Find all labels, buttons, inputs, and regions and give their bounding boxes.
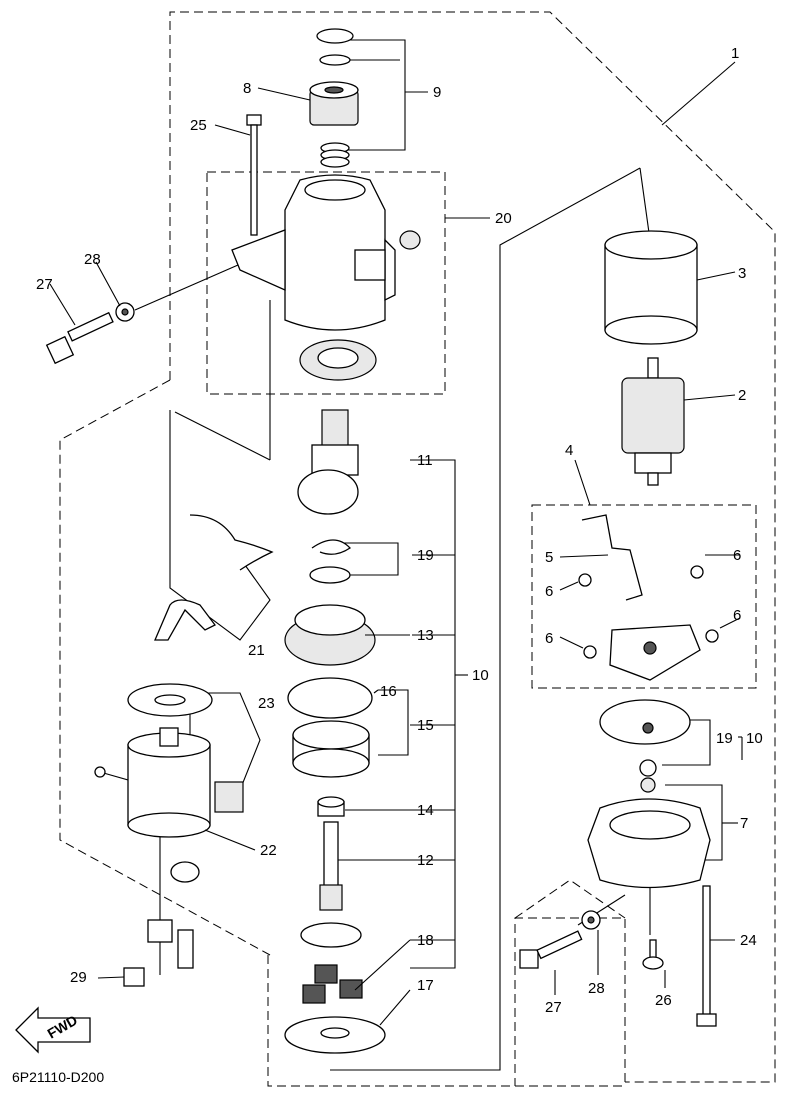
front-housing [231, 174, 421, 381]
yoke [604, 230, 698, 345]
brush-spring [581, 514, 643, 601]
ring [319, 54, 351, 66]
brush-small-4 [705, 629, 719, 643]
planet-gear-3 [302, 984, 326, 1004]
callout-16: 16 [380, 683, 397, 700]
planet-gear-2 [339, 979, 363, 999]
leaders [49, 87, 741, 1026]
snap-ring [316, 28, 354, 44]
bushing [317, 796, 345, 817]
callout-19a: 19 [417, 547, 434, 564]
callout-9: 9 [433, 84, 441, 101]
fwd-arrow-icon [15, 1006, 91, 1054]
armature [621, 357, 685, 486]
end-plate [599, 699, 691, 745]
callout-13: 13 [417, 627, 434, 644]
ring-seal [287, 677, 373, 719]
long-bolt-right [696, 885, 717, 1027]
callout-25: 25 [190, 117, 207, 134]
assembly-boundaries [59, 11, 776, 1087]
callout-28a: 28 [84, 251, 101, 268]
cover [214, 781, 244, 813]
callout-27a: 27 [36, 276, 53, 293]
spring-clip [154, 599, 216, 641]
callout-6a: 6 [733, 547, 741, 564]
screw [642, 939, 664, 970]
internal-gear [292, 720, 370, 778]
callout-19b: 19 [716, 730, 733, 747]
callout-26: 26 [655, 992, 672, 1009]
callout-17: 17 [417, 977, 434, 994]
brush-small-2 [690, 565, 704, 579]
callout-27b: 27 [545, 999, 562, 1016]
clip [311, 539, 351, 555]
callout-29: 29 [70, 969, 87, 986]
callout-22: 22 [260, 842, 277, 859]
callout-15: 15 [417, 717, 434, 734]
brush-small-3 [583, 645, 597, 659]
callout-10a: 10 [472, 667, 489, 684]
brush-assembly [609, 624, 701, 681]
lever [189, 514, 274, 571]
parts [15, 28, 719, 1054]
callout-labels: 1 2 3 4 5 6 6 6 6 7 8 9 10 10 11 12 13 1… [36, 45, 763, 1016]
nut [123, 967, 145, 987]
callout-23: 23 [258, 695, 275, 712]
bolt-right [519, 930, 583, 969]
washer [309, 566, 351, 584]
rear-cover [587, 798, 711, 889]
pinion-gear [309, 81, 359, 126]
long-bolt [246, 114, 262, 236]
planetary-shaft [300, 821, 362, 948]
callout-14: 14 [417, 802, 434, 819]
bolt-left [45, 311, 114, 365]
callout-1: 1 [731, 45, 739, 62]
o-ring [639, 759, 657, 777]
solenoid [94, 727, 211, 883]
group-brackets [134, 39, 743, 1071]
callout-20: 20 [495, 210, 512, 227]
callout-4: 4 [565, 442, 573, 459]
callout-12: 12 [417, 852, 434, 869]
callout-8: 8 [243, 80, 251, 97]
callout-5: 5 [545, 549, 553, 566]
planet-gear-1 [314, 964, 338, 984]
callout-24: 24 [740, 932, 757, 949]
brush-small-1 [578, 573, 592, 587]
callout-6d: 6 [733, 607, 741, 624]
diagram-code: 6P21110-D200 [12, 1069, 104, 1085]
callout-18: 18 [417, 932, 434, 949]
callout-28b: 28 [588, 980, 605, 997]
callout-6c: 6 [545, 630, 553, 647]
callout-2: 2 [738, 387, 746, 404]
drive-shaft [297, 409, 359, 515]
gear-housing [284, 604, 376, 666]
callout-10b: 10 [746, 730, 763, 747]
bushing-right [640, 777, 656, 793]
terminal [147, 919, 194, 969]
callout-11: 11 [417, 452, 433, 469]
callout-21: 21 [248, 642, 265, 659]
callout-3: 3 [738, 265, 746, 282]
callout-6b: 6 [545, 583, 553, 600]
callout-7: 7 [740, 815, 748, 832]
spring [320, 142, 350, 168]
